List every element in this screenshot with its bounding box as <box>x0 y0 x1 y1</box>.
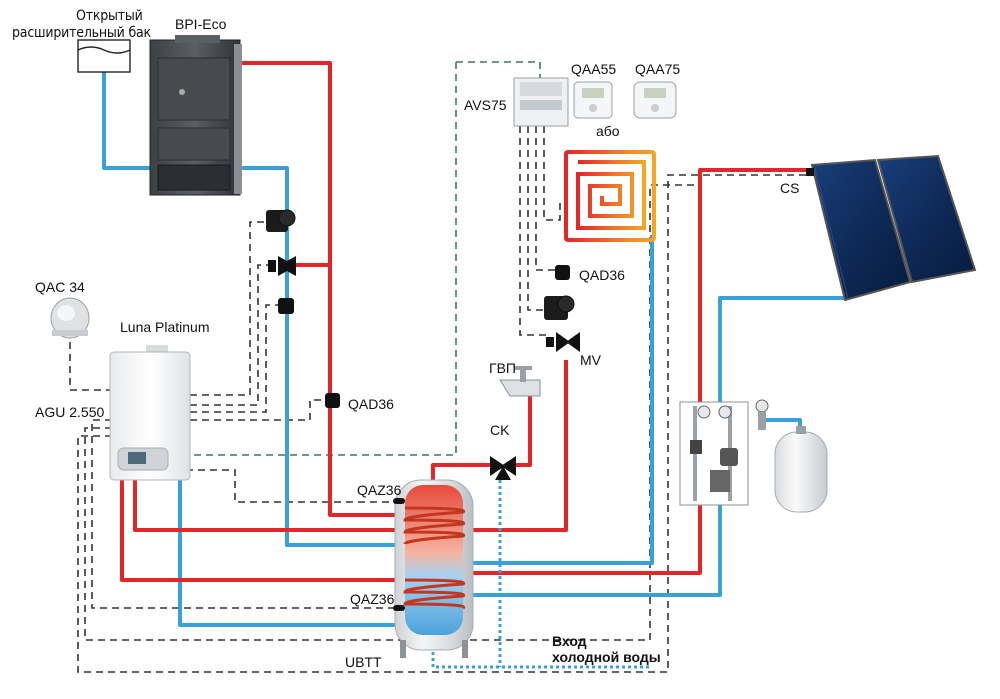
expansion-tank-label-2: расширительный бак <box>12 25 151 41</box>
room-unit-1-label: QAA55 <box>571 61 617 77</box>
cold-water-label-2: холодной воды <box>552 649 661 665</box>
control-wiring <box>69 126 810 673</box>
bus-wiring <box>190 61 541 456</box>
sensor-qad36-small <box>278 298 294 314</box>
floor-heating-loop <box>564 150 656 242</box>
solar-pump-station <box>679 399 769 506</box>
controller-unit <box>513 77 569 127</box>
qad36-boiler-label: QAD36 <box>348 396 394 412</box>
three-way-valve-boiler <box>268 256 296 276</box>
room-unit-2-label: QAA75 <box>635 61 681 77</box>
room-unit-qaa55 <box>573 81 613 119</box>
check-valve <box>490 456 516 480</box>
or-label: або <box>596 123 620 139</box>
module-label: AGU 2.550 <box>35 404 105 420</box>
tank-label: UBTT <box>345 654 382 670</box>
sensor-qad36-floor-icon <box>555 265 570 280</box>
solid-boiler-label: BPI-Eco <box>175 16 227 32</box>
hot-water-label: ГВП <box>489 360 516 376</box>
solid-fuel-boiler <box>149 35 242 196</box>
controller-label: AVS75 <box>464 97 507 113</box>
cold-water-label-1: Вход <box>552 633 587 649</box>
gas-boiler <box>109 345 191 481</box>
qad36-floor-label: QAD36 <box>579 267 625 283</box>
mixing-valve-icon <box>546 332 580 352</box>
expansion-tank-label-1: Открытый <box>76 8 143 24</box>
solar-collector <box>810 154 977 302</box>
expansion-tank <box>77 39 131 73</box>
outdoor-sensor <box>50 297 90 339</box>
hot-water-tap <box>499 366 541 397</box>
check-valve-label: CK <box>490 422 510 438</box>
sensor-qad36-boiler-icon <box>325 393 340 408</box>
floor-circuit-pump <box>544 295 575 320</box>
storage-tank <box>393 479 474 658</box>
outdoor-sensor-label: QAC 34 <box>35 279 85 295</box>
qaz36-bottom-label: QAZ36 <box>350 591 395 607</box>
qaz36-top-label: QAZ36 <box>357 482 402 498</box>
boiler-circuit-pump <box>266 209 296 232</box>
hot-pipes <box>120 61 820 582</box>
collector-sensor-label: CS <box>780 180 800 196</box>
gas-boiler-label: Luna Platinum <box>120 319 210 335</box>
solar-expansion-vessel <box>774 426 828 513</box>
mixing-valve-label: MV <box>580 352 601 368</box>
collector-sensor-icon <box>806 168 814 176</box>
room-unit-qaa75 <box>633 81 677 119</box>
